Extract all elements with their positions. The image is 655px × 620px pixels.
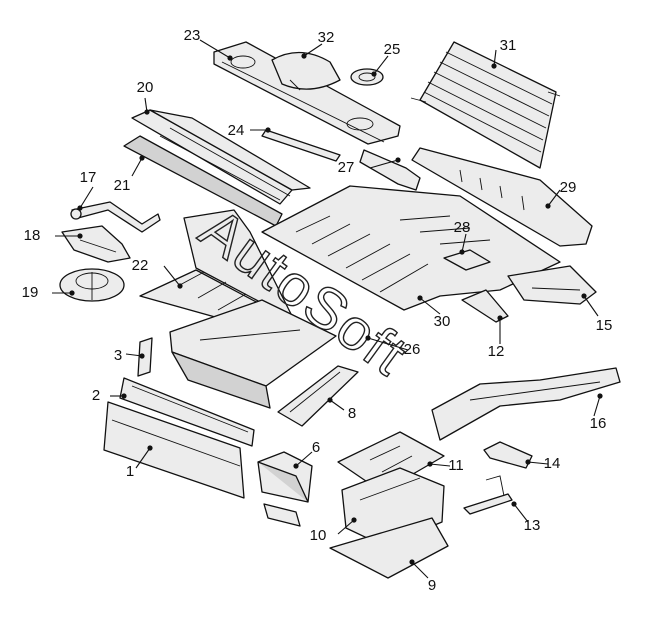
callout-dot-24 [265, 127, 271, 133]
part-25-cap [350, 68, 384, 86]
callout-label-13: 13 [524, 517, 541, 534]
callout-label-16: 16 [590, 415, 607, 432]
part-20-21-crossmember [123, 109, 311, 227]
part-23-parcel-shelf [213, 41, 401, 145]
part-27-bracket [359, 149, 421, 191]
callout-dot-15 [581, 293, 587, 299]
callout-dot-9 [409, 559, 415, 565]
part-15-sill [507, 265, 597, 305]
callout-label-25: 25 [384, 41, 401, 58]
part-1-lower-panel [103, 401, 245, 499]
callout-label-2: 2 [92, 387, 100, 404]
callout-dot-21 [139, 155, 145, 161]
callout-dot-11 [427, 461, 433, 467]
leader-lines [52, 39, 601, 579]
part-14-bracket [483, 441, 533, 469]
callout-label-6: 6 [312, 439, 320, 456]
part-8-rail [277, 365, 359, 427]
callout-label-28: 28 [454, 219, 471, 236]
callout-labels: 1236891011121314151617181920212223242526… [22, 27, 613, 594]
callout-label-23: 23 [184, 27, 201, 44]
callout-dot-2 [121, 393, 127, 399]
callout-label-21: 21 [114, 177, 131, 194]
callout-dot-22 [177, 283, 183, 289]
callout-label-26: 26 [404, 341, 421, 358]
callout-label-29: 29 [560, 179, 577, 196]
callout-label-1: 1 [126, 463, 134, 480]
callout-label-8: 8 [348, 405, 356, 422]
callout-label-14: 14 [544, 455, 561, 472]
callout-label-24: 24 [228, 122, 245, 139]
callout-label-17: 17 [80, 169, 97, 186]
callout-label-31: 31 [500, 37, 517, 54]
part-12-crossmember [461, 289, 509, 323]
callout-dot-12 [497, 315, 503, 321]
callout-dot-13 [511, 501, 517, 507]
callout-label-30: 30 [434, 313, 451, 330]
part-9-mat [329, 517, 449, 579]
part-18-jack [61, 225, 131, 263]
part-19-wheel-holder [59, 268, 125, 302]
callout-dot-32 [301, 53, 307, 59]
callout-dot-29 [545, 203, 551, 209]
part-31-blind [410, 41, 561, 169]
callout-dot-25 [371, 71, 377, 77]
callout-dot-3 [139, 353, 145, 359]
callout-label-12: 12 [488, 343, 505, 360]
callout-dot-18 [77, 233, 83, 239]
callout-label-20: 20 [137, 79, 154, 96]
callout-label-9: 9 [428, 577, 436, 594]
callout-label-32: 32 [318, 29, 335, 46]
callout-label-19: 19 [22, 284, 39, 301]
callout-label-11: 11 [448, 457, 464, 474]
callout-dot-23 [227, 55, 233, 61]
callout-dot-6 [293, 463, 299, 469]
part-32-cover [271, 51, 341, 91]
callout-dot-27 [395, 157, 401, 163]
callout-dot-28 [459, 249, 465, 255]
callout-label-3: 3 [114, 347, 122, 364]
callout-dot-19 [69, 290, 75, 296]
part-24-strip [261, 129, 341, 162]
callout-dot-17 [77, 205, 83, 211]
callout-dot-10 [351, 517, 357, 523]
parts-drawing [59, 41, 621, 579]
callout-dot-8 [327, 397, 333, 403]
part-16-side-member [431, 367, 621, 441]
part-13-mount [463, 475, 513, 515]
part-17-wheel-wrench [70, 201, 161, 233]
part-29-rear-panel [411, 147, 593, 247]
callout-dot-30 [417, 295, 423, 301]
callout-dot-1 [147, 445, 153, 451]
part-2-valance [119, 377, 255, 447]
part-3-bracket [137, 337, 153, 377]
callout-dot-16 [597, 393, 603, 399]
callout-label-18: 18 [24, 227, 41, 244]
callout-dot-31 [491, 63, 497, 69]
callout-dot-26 [365, 335, 371, 341]
part-26-floor-well [169, 299, 337, 409]
callout-dot-20 [144, 109, 150, 115]
callout-label-22: 22 [132, 257, 149, 274]
callout-label-10: 10 [310, 527, 327, 544]
callout-dot-14 [525, 459, 531, 465]
callout-label-27: 27 [338, 159, 355, 176]
callout-label-15: 15 [596, 317, 613, 334]
part-6-battery [257, 451, 313, 527]
